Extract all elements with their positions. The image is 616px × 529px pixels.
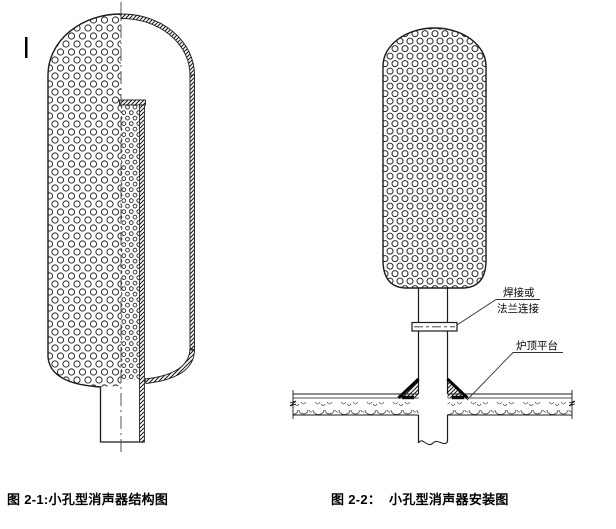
platform bbox=[289, 390, 576, 419]
platform-label: 炉顶平台 bbox=[516, 339, 558, 352]
weld-leader-line bbox=[456, 299, 540, 326]
weld-annotation: 焊接或 法兰连接 bbox=[456, 286, 540, 326]
weld-label-line1: 焊接或 bbox=[503, 286, 535, 299]
shell-section-bottom-band bbox=[144, 347, 195, 384]
structure-figure bbox=[25, 2, 195, 455]
weld-label-line2: 法兰连接 bbox=[497, 302, 539, 315]
gusset-right bbox=[446, 377, 469, 400]
platform-break-left bbox=[289, 390, 297, 419]
gusset-left bbox=[397, 377, 420, 400]
figure-2-2-caption: 图 2-2： 小孔型消声器安装图 bbox=[331, 492, 509, 507]
outlet-pipe-outline bbox=[99, 387, 145, 443]
inner-tube-cap bbox=[119, 99, 146, 106]
pipe-break-line bbox=[418, 440, 448, 446]
inner-tube-perforated bbox=[121, 105, 140, 380]
pipe-below-platform bbox=[417, 415, 449, 446]
installation-figure: 焊接或 法兰连接 炉顶平台 bbox=[289, 27, 576, 446]
platform-leader-line bbox=[466, 352, 563, 401]
shell-section-top-band bbox=[120, 13, 195, 76]
cursor-mark bbox=[25, 37, 28, 58]
technical-drawing: 焊接或 法兰连接 炉顶平台 bbox=[25, 2, 576, 455]
figure-2-1-caption: 图 2-1:小孔型消声器结构图 bbox=[7, 492, 169, 507]
platform-break-right bbox=[568, 390, 576, 419]
platform-annotation: 炉顶平台 bbox=[466, 339, 563, 401]
shell-outline-left bbox=[47, 13, 122, 388]
outer-shell-perforated-half bbox=[48, 13, 121, 388]
shell-section-right-wall bbox=[189, 74, 195, 351]
inner-tube-right-wall bbox=[139, 104, 145, 443]
silencer-body bbox=[382, 27, 487, 289]
